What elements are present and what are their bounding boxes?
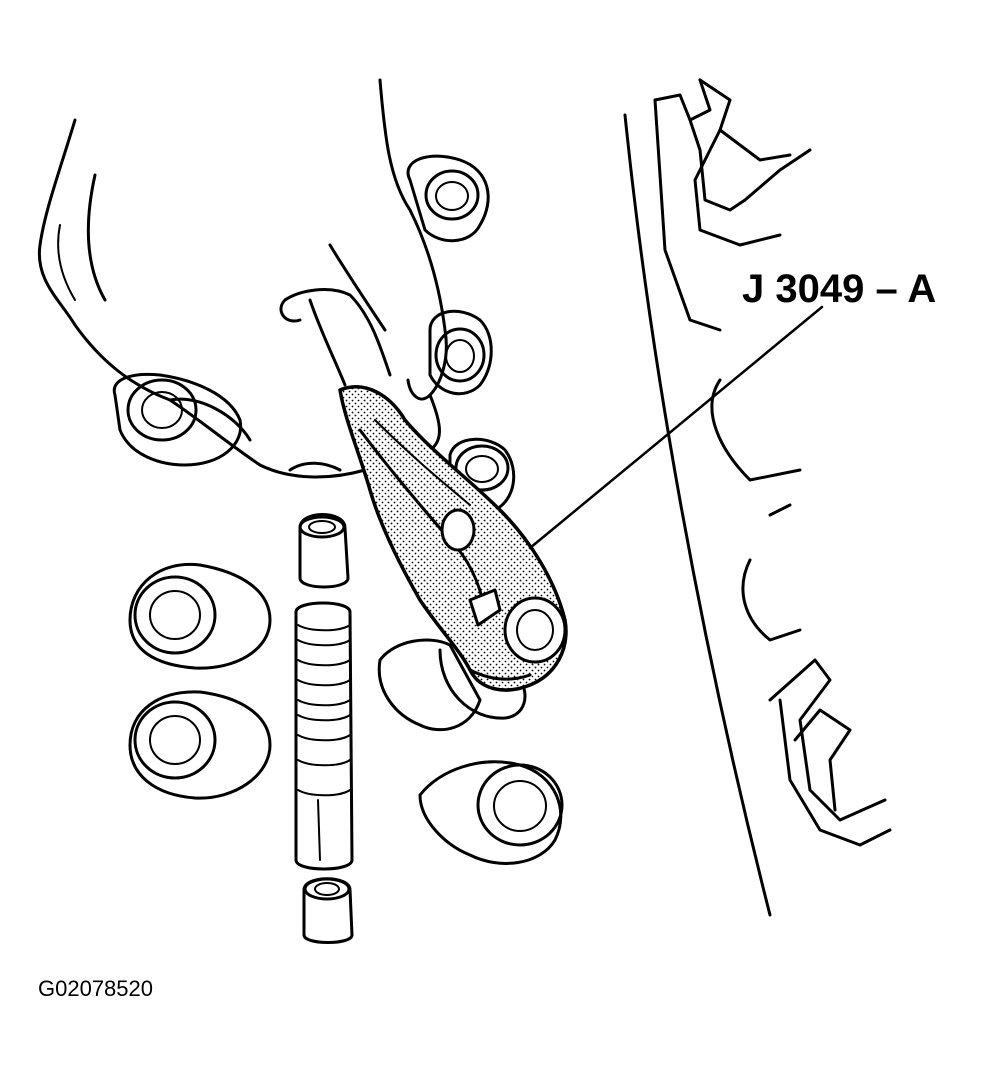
valve-sleeve-upper [298,513,350,589]
valve-bore-lower-right [418,760,564,865]
valve-body-casting [623,78,892,917]
valve-bore-mid-left [128,562,272,670]
valve-bore-upper-right [406,154,490,243]
pliers-tool-j3049a [338,385,568,692]
tool-callout-label: J 3049 – A [742,267,936,311]
valve-bore-lower-left [128,690,272,800]
valve-plug-lower [302,877,354,944]
figure-id-label: G02078520 [38,976,153,1001]
valve-spool [294,601,354,871]
valve-bore-under-tool [377,638,527,732]
callout-leader-line [528,305,824,550]
valve-bore-upper-left [112,372,243,467]
